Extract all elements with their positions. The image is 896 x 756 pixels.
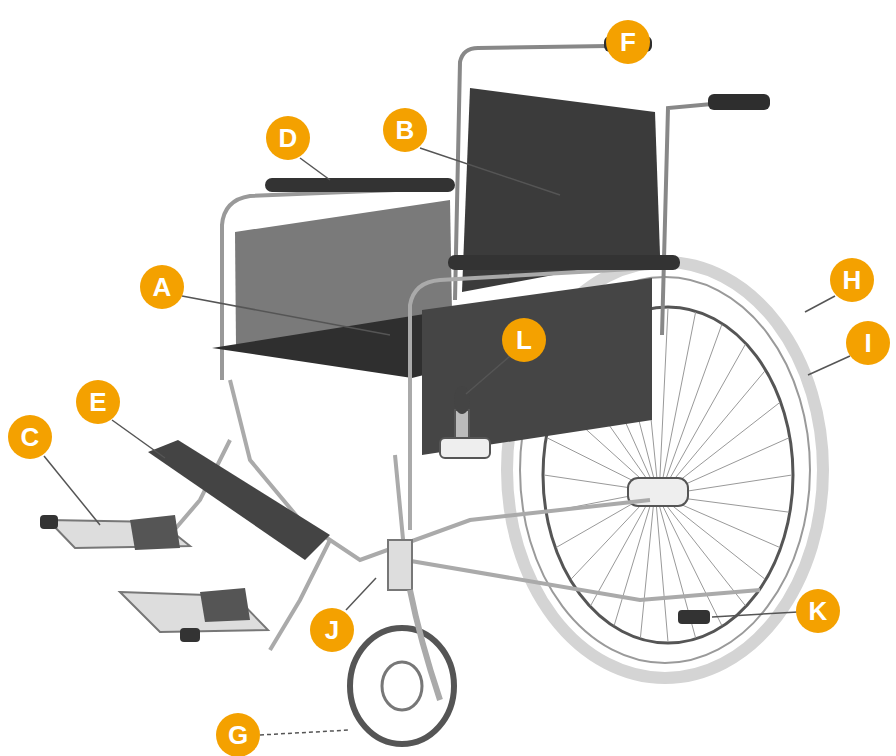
spoke — [665, 325, 722, 483]
spoke — [662, 503, 722, 625]
leader-line — [805, 296, 835, 312]
caster-hub — [382, 662, 422, 710]
leader-line — [182, 296, 390, 335]
heel-loop — [200, 588, 250, 622]
leader-line — [712, 612, 798, 617]
spoke — [668, 371, 765, 486]
leader-line — [260, 730, 350, 735]
tipping-lever — [678, 610, 710, 624]
leader-line — [466, 356, 510, 394]
callout-letter: C — [8, 415, 52, 459]
callout-letter: D — [266, 116, 310, 160]
callout-letter: G — [216, 713, 260, 756]
callout-letter: H — [830, 258, 874, 302]
caster-fork — [410, 590, 440, 700]
spoke — [662, 312, 695, 481]
handle-grip — [708, 94, 770, 110]
callout-letter: A — [140, 265, 184, 309]
heel-loop — [130, 515, 180, 550]
callout-letter: F — [606, 20, 650, 64]
spoke — [591, 500, 650, 605]
back-cane — [662, 104, 712, 335]
leader-line — [420, 148, 560, 195]
side-panel — [422, 278, 652, 455]
spoke — [640, 503, 653, 638]
footrest-end — [180, 628, 200, 642]
callout-letter: L — [502, 318, 546, 362]
leader-line — [44, 456, 100, 525]
caster-fork — [388, 540, 412, 590]
spoke — [656, 504, 668, 642]
brake-body — [440, 438, 490, 458]
callout-letter: E — [76, 380, 120, 424]
arm-frame — [410, 268, 650, 530]
armrest — [265, 178, 455, 192]
armrest — [448, 255, 680, 270]
brake-lever — [455, 410, 469, 440]
brake-handle — [454, 386, 470, 414]
footrest-end — [40, 515, 58, 529]
leader-line — [346, 578, 376, 610]
callout-letter: B — [383, 108, 427, 152]
callout-letter: K — [796, 589, 840, 633]
callout-letter: J — [310, 608, 354, 652]
leader-line — [300, 158, 330, 180]
callout-letter: I — [846, 321, 890, 365]
leader-line — [808, 356, 850, 375]
spoke — [668, 499, 780, 548]
spoke — [614, 502, 651, 626]
leader-lines — [44, 42, 850, 735]
spoke — [669, 403, 779, 489]
spoke — [571, 498, 648, 579]
leader-line — [112, 420, 165, 458]
frame — [395, 455, 760, 600]
